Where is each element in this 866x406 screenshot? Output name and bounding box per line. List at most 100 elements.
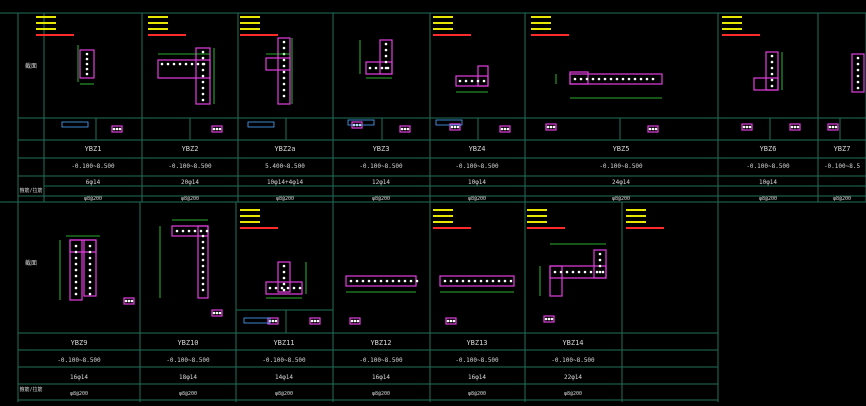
note-line	[36, 16, 56, 18]
rebar-dot	[379, 279, 383, 283]
rebar-dot	[85, 67, 89, 71]
column-rebar: 14φ14	[275, 374, 293, 381]
column-stirrup: φ8@200	[181, 196, 199, 202]
column-stirrup: φ8@200	[833, 196, 851, 202]
column-id: YBZ1	[85, 145, 102, 153]
rebar-dot	[385, 279, 389, 283]
rebar-dot	[770, 84, 774, 88]
note-line	[240, 221, 260, 223]
rebar-dot	[187, 229, 191, 233]
rebar-dot	[856, 86, 860, 90]
detail-icon	[267, 317, 279, 325]
table-texts: 截面箍筋/拉筋截面箍筋/拉筋YBZ1-0.100~8.5006φ14φ8@200…	[19, 62, 860, 397]
rebar-dot	[74, 292, 78, 296]
column-stirrup: φ8@200	[564, 391, 582, 397]
rebar-dot	[274, 319, 278, 323]
note-line	[527, 215, 547, 217]
rebar-dot	[485, 279, 489, 283]
rebar-outline	[753, 77, 779, 91]
column-rebar: 16φ14	[468, 374, 486, 381]
rebar-dot	[280, 286, 284, 290]
rebar-outline	[365, 61, 393, 75]
column-id: YBZ9	[71, 339, 88, 347]
table-grid	[0, 12, 866, 402]
rebar-dot	[627, 77, 631, 81]
column-elevation: -0.100~8.500	[166, 357, 210, 364]
rebar-dot	[793, 125, 797, 129]
rebar-dot	[645, 77, 649, 81]
rebar-dot	[201, 276, 205, 280]
highlight-tag	[61, 121, 89, 128]
detail-icon	[545, 123, 557, 131]
note-line	[433, 22, 453, 24]
column-elevation: -0.100~8.500	[599, 163, 643, 170]
detail-icon	[789, 123, 801, 131]
rebar-dot	[790, 125, 794, 129]
column-id: YBZ5	[613, 145, 630, 153]
rebar-dot	[160, 62, 164, 66]
rebar-dot	[479, 279, 483, 283]
note-line	[626, 209, 646, 211]
rebar-dot	[201, 246, 205, 250]
column-rebar: 20φ14	[181, 179, 199, 186]
rebar-outline	[69, 239, 97, 253]
note-line	[531, 16, 551, 18]
rebar-dot	[461, 279, 465, 283]
rebar-dot	[88, 280, 92, 284]
column-rebar: 6φ14	[86, 179, 101, 186]
rebar-dot	[127, 299, 131, 303]
rebar-dot	[497, 279, 501, 283]
rebar-outline	[265, 57, 291, 71]
column-id: YBZ14	[562, 339, 583, 347]
rebar-outline	[593, 249, 607, 279]
rebar-dot	[745, 125, 749, 129]
note-line	[433, 227, 471, 229]
note-line	[433, 209, 453, 211]
rebar-dot	[199, 229, 203, 233]
rebar-dot	[310, 319, 314, 323]
rebar-dot	[648, 127, 652, 131]
rebar-dot	[573, 77, 577, 81]
rebar-outline	[549, 265, 563, 297]
column-stirrup: φ8@200	[276, 196, 294, 202]
note-line	[531, 28, 551, 30]
rebar-outline	[277, 37, 291, 105]
note-line	[148, 22, 168, 24]
row2-section-label: 截面	[25, 259, 37, 267]
rebar-dot	[834, 125, 838, 129]
rebar-dot	[282, 70, 286, 74]
note-line	[433, 34, 471, 36]
rebar-dot	[282, 76, 286, 80]
rebar-dot	[748, 125, 752, 129]
rebar-dot	[615, 77, 619, 81]
rebar-dot	[74, 280, 78, 284]
rebar-dot	[201, 74, 205, 78]
rebar-dot	[446, 319, 450, 323]
rebar-dot	[88, 244, 92, 248]
rebar-dot	[361, 279, 365, 283]
note-line	[531, 34, 569, 36]
rebar-dot	[201, 68, 205, 72]
rebar-dot	[397, 279, 401, 283]
rebar-dot	[384, 42, 388, 46]
column-stirrup: φ8@200	[179, 391, 197, 397]
detail-icon	[499, 125, 511, 133]
rebar-dot	[292, 286, 296, 290]
note-line	[433, 16, 453, 18]
rebar-dot	[88, 292, 92, 296]
rebar-dot	[88, 286, 92, 290]
rebar-outline	[851, 53, 865, 93]
rebar-dot	[74, 262, 78, 266]
note-line	[240, 28, 260, 30]
rebar-dot	[550, 317, 554, 321]
rebar-dot	[856, 62, 860, 66]
column-rebar: 18φ14	[179, 374, 197, 381]
rebar-dot	[74, 268, 78, 272]
rebar-dot	[201, 50, 205, 54]
rebar-dot	[367, 279, 371, 283]
rebar-dot	[282, 46, 286, 50]
note-line	[722, 34, 760, 36]
rebar-dot	[88, 274, 92, 278]
